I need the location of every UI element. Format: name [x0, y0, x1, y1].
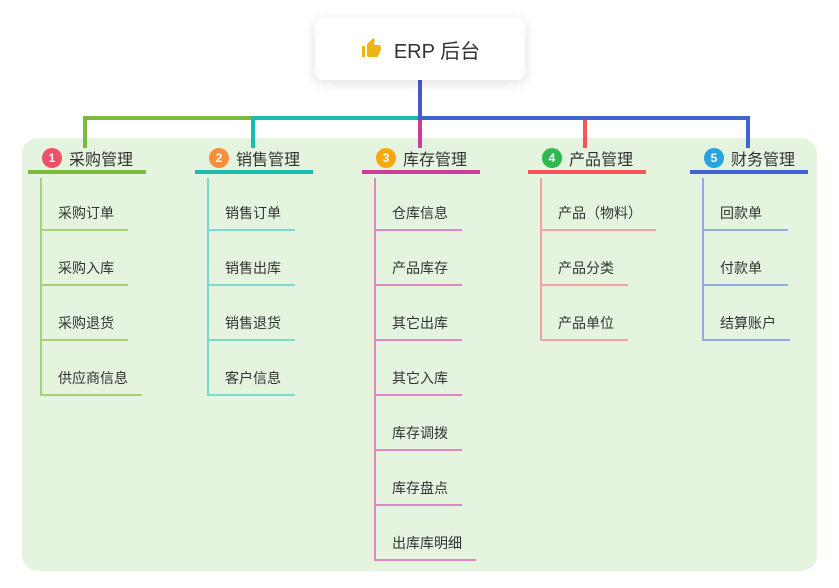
- branch-spine: [207, 178, 209, 396]
- branches-panel: [22, 138, 817, 571]
- child-node[interactable]: 客户信息: [207, 368, 295, 396]
- branch-label: 销售管理: [236, 152, 301, 169]
- branch-number-badge: 5: [704, 148, 724, 168]
- branch-number-badge: 4: [542, 148, 562, 168]
- child-node[interactable]: 供应商信息: [40, 368, 142, 396]
- child-node[interactable]: 产品库存: [374, 258, 462, 286]
- child-node[interactable]: 库存盘点: [374, 478, 462, 506]
- branch-node-2[interactable]: 2 销售管理: [195, 148, 313, 174]
- child-node[interactable]: 销售出库: [207, 258, 295, 286]
- child-node[interactable]: 出库库明细: [374, 533, 476, 561]
- branch-drop-line: [418, 120, 422, 148]
- branch-node-4[interactable]: 4 产品管理: [528, 148, 646, 174]
- root-label: ERP 后台: [393, 40, 481, 63]
- child-node[interactable]: 付款单: [702, 258, 788, 286]
- branch-label: 产品管理: [569, 152, 634, 169]
- branch-spine: [702, 178, 704, 341]
- branch-drop-line: [583, 120, 587, 148]
- child-node[interactable]: 销售退货: [207, 313, 295, 341]
- child-node[interactable]: 产品（物料）: [540, 203, 656, 231]
- branch-label: 财务管理: [731, 152, 796, 169]
- child-node[interactable]: 产品分类: [540, 258, 628, 286]
- branch-spine: [540, 178, 542, 341]
- branch-number-badge: 1: [42, 148, 62, 168]
- child-node[interactable]: 采购退货: [40, 313, 128, 341]
- child-node[interactable]: 仓库信息: [374, 203, 462, 231]
- branch-drop-line: [251, 116, 255, 148]
- branch-label: 库存管理: [403, 152, 468, 169]
- child-node[interactable]: 销售订单: [207, 203, 295, 231]
- root-node[interactable]: ERP 后台: [315, 18, 525, 80]
- branch-number-badge: 2: [209, 148, 229, 168]
- child-node[interactable]: 其它出库: [374, 313, 462, 341]
- bus-segment: [251, 116, 422, 120]
- child-node[interactable]: 产品单位: [540, 313, 628, 341]
- child-node[interactable]: 采购订单: [40, 203, 128, 231]
- branch-node-5[interactable]: 5 财务管理: [690, 148, 808, 174]
- branch-node-3[interactable]: 3 库存管理: [362, 148, 480, 174]
- child-node[interactable]: 采购入库: [40, 258, 128, 286]
- child-node[interactable]: 库存调拨: [374, 423, 462, 451]
- branch-spine: [374, 178, 376, 561]
- branch-number-badge: 3: [376, 148, 396, 168]
- branch-drop-line: [746, 116, 750, 148]
- branch-spine: [40, 178, 42, 396]
- branch-label: 采购管理: [69, 152, 134, 169]
- thumbs-up-icon: [361, 38, 381, 57]
- child-node[interactable]: 回款单: [702, 203, 788, 231]
- child-node[interactable]: 结算账户: [702, 313, 790, 341]
- root-connector-line: [418, 78, 422, 120]
- branch-node-1[interactable]: 1 采购管理: [28, 148, 146, 174]
- bus-segment: [418, 116, 750, 120]
- child-node[interactable]: 其它入库: [374, 368, 462, 396]
- branch-drop-line: [83, 116, 87, 148]
